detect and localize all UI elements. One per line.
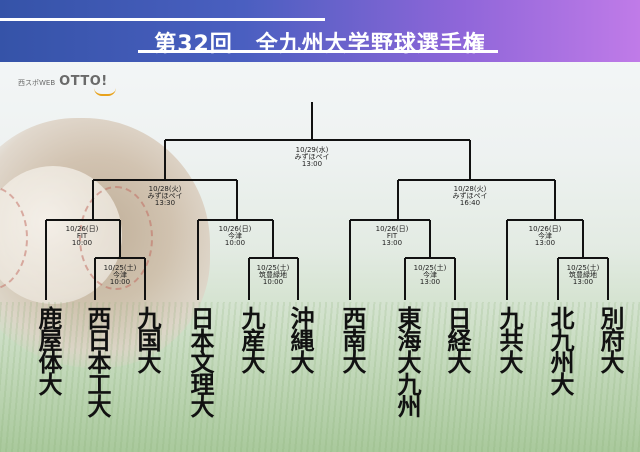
match-date: 10/26(日) [376,225,409,233]
team-name: 日本文理大 [186,306,214,416]
match-date: 10/28(火) [454,185,487,193]
match-first-round: 10/25(土) 今津 10:00 [104,263,137,286]
team-name: 九産大 [237,306,265,372]
match-time: 13:00 [420,278,440,286]
match-venue: FIT [387,232,398,240]
logo-small-text: 西スポWEB [18,79,56,87]
match-time: 13:30 [155,199,175,207]
team-name: 西南大 [338,306,366,372]
match-time: 10:00 [110,278,130,286]
match-final: 10/29(水) みずほペイ 13:00 [295,145,330,168]
match-semifinal: 10/28(火) みずほペイ 16:40 [453,185,488,207]
match-quarterfinal: 10/26(日) 今津 10:00 [219,225,252,247]
match-venue: みずほペイ [295,152,330,161]
match-date: 10/25(土) [567,263,600,272]
match-venue: みずほペイ [148,191,183,200]
team-name: 鹿屋体大 [34,306,62,394]
site-logo: 西スポWEB OTTO! [18,74,116,96]
team-name: 別府大 [596,306,624,372]
match-time: 13:00 [382,239,402,247]
match-time: 10:00 [263,278,283,286]
bracket-lines [45,102,609,300]
match-time: 13:00 [573,278,593,286]
logo-brand: OTTO! [59,74,108,89]
match-date: 10/26(日) [219,225,252,233]
match-time: 13:00 [535,239,555,247]
match-semifinal: 10/28(火) みずほペイ 13:30 [148,185,183,207]
match-venue: 筑豊緑地 [259,270,287,279]
team-name: 東海大九州 [393,306,421,416]
match-time: 10:00 [72,239,92,247]
team-name: 九国大 [133,306,161,372]
match-date: 10/25(土) [414,263,447,272]
match-time: 10:00 [225,239,245,247]
match-venue: 筑豊緑地 [569,270,597,279]
match-date: 10/26(日) [529,225,562,233]
team-name: 西日本工大 [83,306,111,416]
title-rule-bottom [138,50,498,53]
match-venue: みずほペイ [453,191,488,200]
match-time: 16:40 [460,199,480,207]
team-name: 沖縄大 [286,306,314,372]
match-date: 10/25(土) [257,263,290,272]
match-venue: FIT [77,232,88,240]
match-venue: 今津 [423,270,437,279]
title-rule-top [0,18,325,21]
match-first-round: 10/25(土) 今津 13:00 [414,263,447,286]
match-first-round: 10/25(土) 筑豊緑地 13:00 [567,263,600,286]
match-date: 10/25(土) [104,263,137,272]
match-venue: 今津 [113,270,127,279]
match-date: 10/26(日) [66,225,99,233]
match-quarterfinal: 10/26(日) FIT 13:00 [376,225,409,247]
team-name: 日経大 [443,306,471,372]
baseball-image [0,166,153,304]
title-banner: 第32回 全九州大学野球選手権 [0,0,640,62]
team-name: 北九州大 [546,306,574,394]
match-date: 10/29(水) [296,145,329,154]
match-venue: 今津 [538,231,552,240]
match-quarterfinal: 10/26(日) FIT 10:00 [66,225,99,247]
match-time: 13:00 [302,160,322,168]
grass-background [0,302,640,452]
match-venue: 今津 [228,231,242,240]
match-quarterfinal: 10/26(日) 今津 13:00 [529,225,562,247]
team-name: 九共大 [495,306,523,372]
match-first-round: 10/25(土) 筑豊緑地 10:00 [257,263,290,286]
match-date: 10/28(火) [149,185,182,193]
logo-smile-icon [94,88,116,96]
page-title: 第32回 全九州大学野球選手権 [154,32,486,57]
